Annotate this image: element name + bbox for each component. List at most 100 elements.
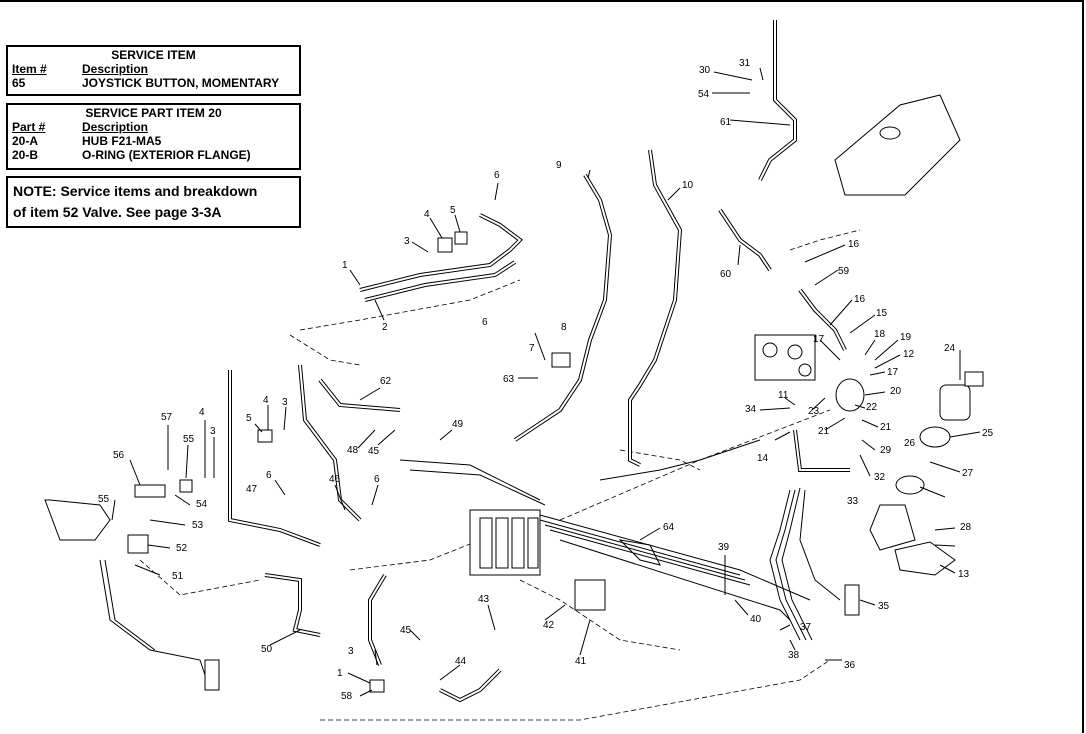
- callout-31: 31: [739, 58, 751, 69]
- callout-1: 1: [342, 260, 348, 271]
- callout-58: 58: [341, 691, 353, 702]
- callout-17b: 17: [887, 367, 899, 378]
- callout-57: 57: [161, 412, 173, 423]
- callout-63: 63: [503, 374, 515, 385]
- callout-37: 37: [800, 622, 812, 633]
- bracket-41: [574, 579, 606, 611]
- callout-59: 59: [838, 266, 850, 277]
- callout-51: 51: [172, 571, 184, 582]
- callout-62: 62: [380, 376, 392, 387]
- routing-dashed-line: [789, 229, 861, 251]
- callout-35: 35: [878, 601, 890, 612]
- note-line-2: of item 52 Valve. See page 3-3A: [13, 204, 222, 220]
- callout-1b: 1: [337, 668, 343, 679]
- callout-16b: 16: [854, 294, 866, 305]
- bellows-33: [869, 504, 916, 551]
- tube-61: [758, 20, 797, 181]
- item-description: JOYSTICK BUTTON, MOMENTARY: [82, 76, 280, 90]
- callout-29: 29: [880, 445, 892, 456]
- block-8: [551, 352, 571, 368]
- callout-25: 25: [982, 428, 994, 439]
- callout-4: 4: [424, 209, 430, 220]
- callout-4b: 4: [263, 395, 269, 406]
- routing-dashed-line: [289, 334, 361, 366]
- callout-32: 32: [874, 472, 886, 483]
- callout-5: 5: [450, 205, 456, 216]
- routing-dashed-line: [320, 659, 831, 721]
- callout-41: 41: [575, 656, 587, 667]
- tube-linkage: [99, 559, 211, 691]
- callout-52: 52: [176, 543, 188, 554]
- callout-45: 45: [368, 446, 380, 457]
- joystick-56: [134, 484, 166, 498]
- leader-lines: [111, 67, 981, 697]
- button-55: [179, 479, 193, 493]
- tube-47: [228, 370, 321, 547]
- callout-7: 7: [529, 343, 535, 354]
- gasket-25: [919, 426, 951, 448]
- cable-bundle: [769, 487, 841, 641]
- service-item-table: SERVICE ITEM Item # Description 65 JOYST…: [6, 45, 301, 96]
- callout-24: 24: [944, 343, 956, 354]
- callout-44: 44: [455, 656, 467, 667]
- filter-assembly: [939, 371, 984, 421]
- callout-43: 43: [478, 594, 490, 605]
- part-number-header: Part #: [12, 120, 46, 134]
- table-row: 20-A HUB F21-MA5: [8, 134, 299, 148]
- tube-60: [718, 208, 772, 272]
- connector-5: [454, 231, 468, 245]
- valve-52: [127, 534, 149, 554]
- table-row: 65 JOYSTICK BUTTON, MOMENTARY: [8, 76, 299, 90]
- callout-55: 55: [183, 434, 195, 445]
- callout-26: 26: [904, 438, 916, 449]
- callout-33: 33: [847, 496, 859, 507]
- callout-55b: 55: [98, 494, 110, 505]
- gasket-26: [895, 475, 925, 495]
- callout-22: 22: [866, 402, 878, 413]
- tube-50: [264, 573, 321, 637]
- callout-38: 38: [788, 650, 800, 661]
- note-line-1: NOTE: Service items and breakdown: [13, 183, 258, 199]
- table-row: 20-B O-RING (EXTERIOR FLANGE): [8, 148, 299, 162]
- service-note: NOTE: Service items and breakdown of ite…: [6, 176, 301, 228]
- callout-13: 13: [958, 569, 970, 580]
- routing-dashed-line: [349, 539, 481, 571]
- callout-42: 42: [543, 620, 555, 631]
- callout-6d: 6: [482, 317, 488, 328]
- callout-40: 40: [750, 614, 762, 625]
- callout-56: 56: [113, 450, 125, 461]
- service-part-title: SERVICE PART ITEM 20: [85, 106, 222, 120]
- callout-6: 6: [494, 170, 500, 181]
- callout-15: 15: [876, 308, 888, 319]
- hose-lines: [599, 439, 761, 481]
- part-description: HUB F21-MA5: [82, 134, 162, 148]
- callout-27: 27: [962, 468, 974, 479]
- callout-47: 47: [246, 484, 258, 495]
- connector-35: [844, 584, 860, 616]
- callout-36: 36: [844, 660, 856, 671]
- control-valve: [469, 509, 541, 576]
- callout-12: 12: [903, 349, 915, 360]
- callout-21: 21: [818, 426, 830, 437]
- plate-13: [894, 541, 956, 576]
- callout-11: 11: [778, 390, 789, 401]
- part-description: O-RING (EXTERIOR FLANGE): [82, 148, 251, 162]
- joystick-bracket: [44, 499, 111, 541]
- switch-5-lower: [257, 429, 273, 443]
- routing-dashed-line: [139, 559, 261, 596]
- callout-34: 34: [745, 404, 757, 415]
- routing-dashed-line: [299, 279, 521, 331]
- pump-manifold: [754, 334, 865, 412]
- callout-3d: 3: [348, 646, 354, 657]
- tube-9: [513, 173, 613, 442]
- block-58: [369, 679, 385, 693]
- callout-54: 54: [196, 499, 208, 510]
- callout-50: 50: [261, 644, 273, 655]
- callout-39: 39: [718, 542, 730, 553]
- switch-4: [437, 237, 453, 253]
- callout-14: 14: [757, 453, 769, 464]
- callout-46: 46: [329, 474, 341, 485]
- callout-21b: 21: [880, 422, 892, 433]
- description-header: Description: [82, 120, 149, 134]
